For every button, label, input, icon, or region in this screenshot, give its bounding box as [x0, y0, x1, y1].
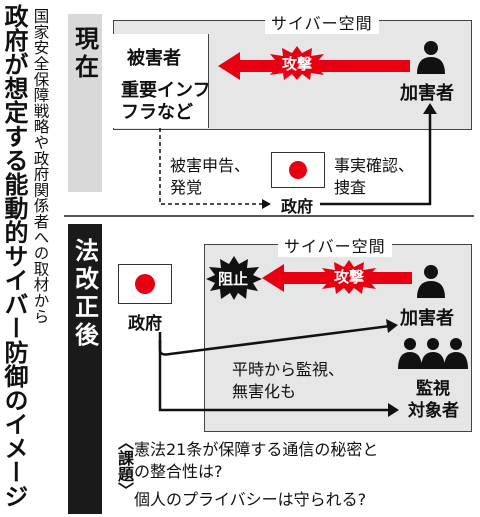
infra-label-2: フラなど: [121, 102, 193, 123]
japan-flag-icon: [271, 152, 325, 188]
headline: 政府が想定する能動的サイバー防御のイメージ: [0, 4, 28, 508]
confirm-text-2: 捜査: [334, 178, 367, 197]
attacker-label-after: 加害者: [400, 308, 454, 329]
section-label-current: 現在: [68, 14, 102, 192]
group-icon: [398, 338, 468, 369]
issue-line-3: 個人のプライバシーは守られる?: [134, 490, 367, 509]
person-icon: [417, 41, 445, 74]
watch-label-1: 監視: [416, 379, 450, 399]
section-label-after: 法改正後: [68, 224, 102, 514]
victim-box: [113, 34, 209, 128]
issue-line-1: 憲法21条が保障する通信の秘密と: [134, 440, 379, 459]
issue-line-2: の整合性は?: [134, 462, 223, 481]
victim-label: 被害者: [127, 48, 181, 69]
person-icon: [417, 265, 445, 298]
japan-flag-icon: [118, 264, 172, 304]
attack-label-after: 攻撃: [334, 268, 365, 286]
burst-icon: [266, 46, 328, 80]
monitor-text-2: 無害化も: [232, 382, 297, 401]
source-note: 国家安全保障戦略や政府関係者への取材から: [31, 8, 50, 324]
monitor-text-1: 平時から監視、: [232, 360, 345, 379]
cyber-space-title-after: サイバー空間: [278, 233, 392, 257]
government-label-after: 政府: [128, 314, 162, 334]
government-label-current: 政府: [281, 197, 314, 216]
block-label: 阻止: [218, 270, 249, 288]
report-text-2: 発覚: [170, 178, 203, 197]
attacker-label-current: 加害者: [400, 83, 454, 104]
burst-icon: [318, 260, 380, 294]
confirm-text-1: 事実確認、: [334, 156, 415, 175]
issues-label: 〈課題〉: [115, 434, 134, 498]
report-text-1: 被害申告、: [170, 156, 251, 175]
block-burst-icon: [206, 256, 262, 300]
infra-label-1: 重要インフ: [121, 80, 211, 101]
watch-label-2: 対象者: [408, 401, 459, 421]
cyber-space-title-current: サイバー空間: [265, 10, 379, 34]
section-divider: [64, 215, 474, 217]
attack-label-current: 攻撃: [282, 55, 313, 73]
